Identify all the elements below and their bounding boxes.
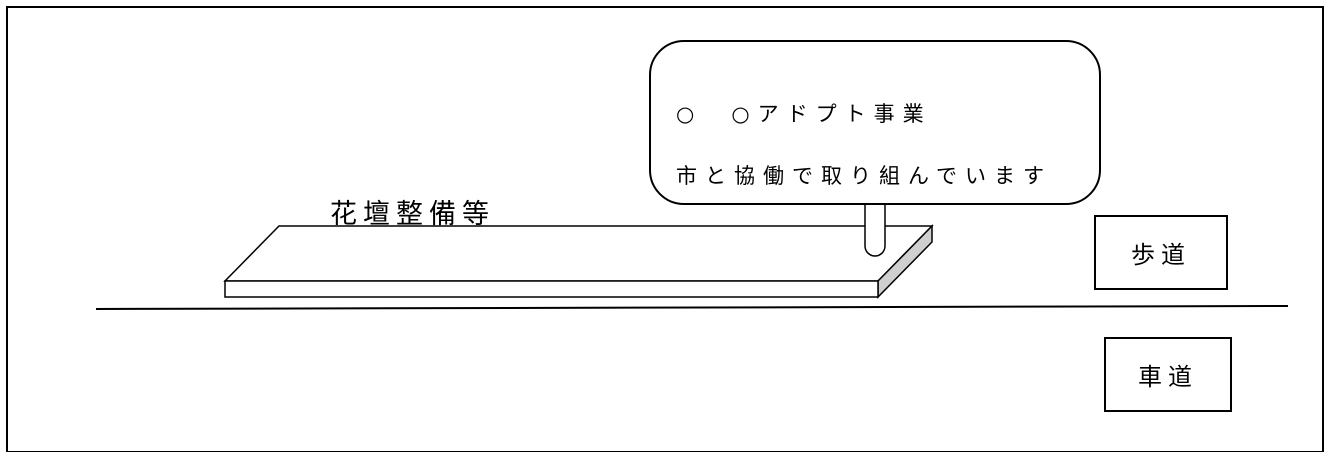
sidewalk-label: 歩道 [1094, 215, 1228, 290]
sign-message-text: 市と協働で取り組んでいます [676, 164, 1052, 188]
sign-pole [864, 202, 886, 257]
flowerbed-front-face [224, 280, 879, 298]
flowerbed-top-face [223, 225, 934, 282]
roadway-label: 車道 [1104, 337, 1232, 412]
sign-title-text: ○ ○アドプト事業 [676, 102, 932, 126]
sign-board [649, 40, 1101, 205]
flowerbed-label: 花壇整備等 [330, 199, 495, 230]
curb-line [95, 305, 1289, 310]
outer-frame [6, 6, 1324, 452]
